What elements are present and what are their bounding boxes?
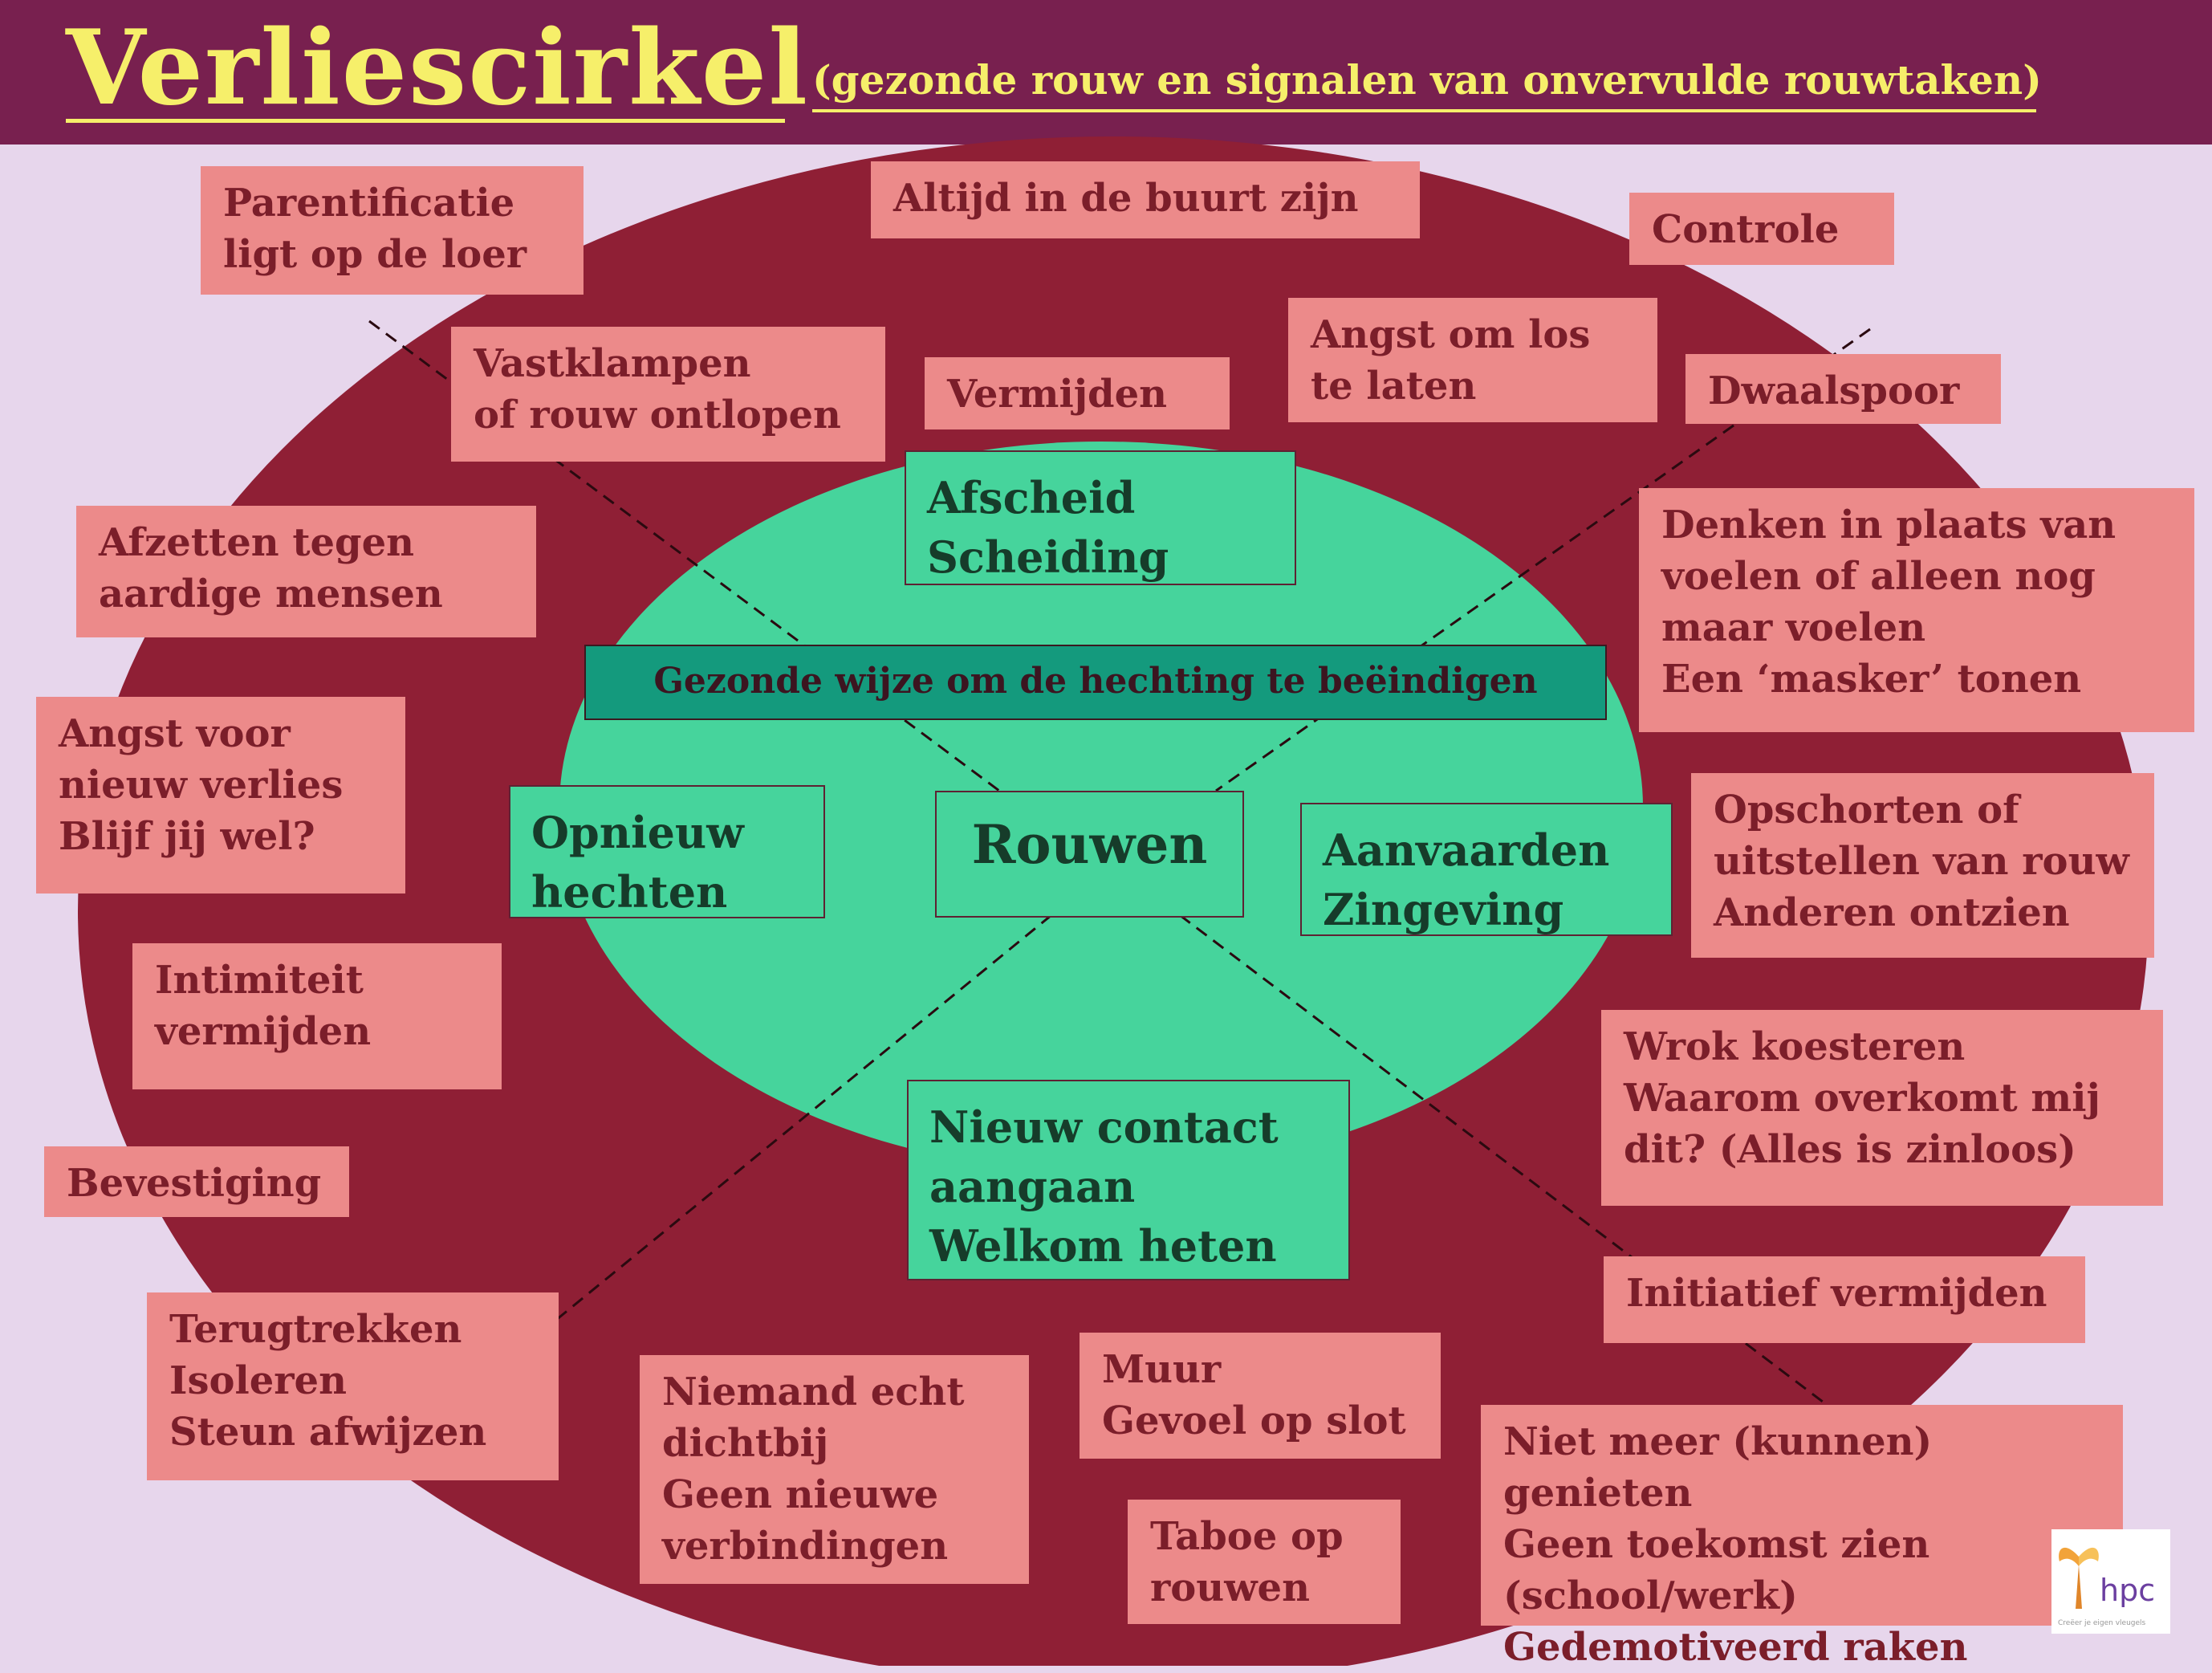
task-opnieuw-hechten: Opnieuw hechten — [509, 785, 825, 918]
logo-tagline: Creëer je eigen vleugels — [2058, 1619, 2146, 1627]
divider-bottom-left — [437, 914, 1052, 1419]
signal-niet-meer-genieten: Niet meer (kunnen) genieten Geen toekoms… — [1481, 1405, 2123, 1670]
signal-opschorten: Opschorten of uitstellen van rouw Andere… — [1691, 773, 2154, 958]
signal-altijd-in-de-buurt: Altijd in de buurt zijn — [871, 161, 1420, 238]
signal-niemand: Niemand echt dichtbij Geen nieuwe verbin… — [640, 1355, 1029, 1584]
signal-bevestiging: Bevestiging — [44, 1146, 349, 1217]
task-afscheid: Afscheid Scheiding — [905, 450, 1296, 585]
signal-taboe: Taboe op rouwen — [1128, 1500, 1401, 1624]
signal-initiatief: Initiatief vermijden — [1604, 1256, 2085, 1343]
signal-muur: Muur Gevoel op slot — [1080, 1333, 1441, 1459]
task-aanvaarden: Aanvaarden Zingeving — [1300, 803, 1673, 936]
task-nieuw-contact: Nieuw contact aangaan Welkom heten — [907, 1080, 1350, 1280]
signal-afzetten: Afzetten tegen aardige mensen — [76, 506, 536, 637]
signal-parentificatie: Parentificatie ligt op de loer — [201, 166, 583, 295]
signal-dwaalspoor: Dwaalspoor — [1685, 354, 2001, 424]
logo-text: hpc — [2100, 1573, 2156, 1608]
signal-wrok: Wrok koesteren Waarom overkomt mij dit? … — [1601, 1010, 2163, 1206]
signal-vermijden: Vermijden — [925, 357, 1230, 429]
title-underline — [66, 119, 785, 123]
signal-intimiteit: Intimiteit vermijden — [132, 943, 502, 1089]
header-bar: Verliescirkel (gezonde rouw en signalen … — [0, 0, 2212, 145]
signal-angst-om-los: Angst om los te laten — [1288, 298, 1657, 422]
signal-vastklampen: Vastklampen of rouw ontlopen — [451, 327, 885, 462]
center-rouwen: Rouwen — [935, 791, 1244, 918]
signal-denken: Denken in plaats van voelen of alleen no… — [1639, 488, 2194, 732]
winged-figure-icon — [2059, 1547, 2099, 1609]
healthy-ending-band: Gezonde wijze om de hechting te beëindig… — [584, 645, 1607, 720]
signal-terugtrekken: Terugtrekken Isoleren Steun afwijzen — [147, 1292, 559, 1480]
signal-angst-voor-verlies: Angst voor nieuw verlies Blijf jij wel? — [36, 697, 405, 893]
hpc-logo: hpc Creëer je eigen vleugels — [2051, 1529, 2170, 1634]
page-subtitle: (gezonde rouw en signalen van onvervulde… — [812, 56, 2042, 104]
signal-controle: Controle — [1629, 193, 1894, 265]
subtitle-underline — [812, 109, 2036, 112]
page-title: Verliescirkel — [66, 8, 809, 128]
